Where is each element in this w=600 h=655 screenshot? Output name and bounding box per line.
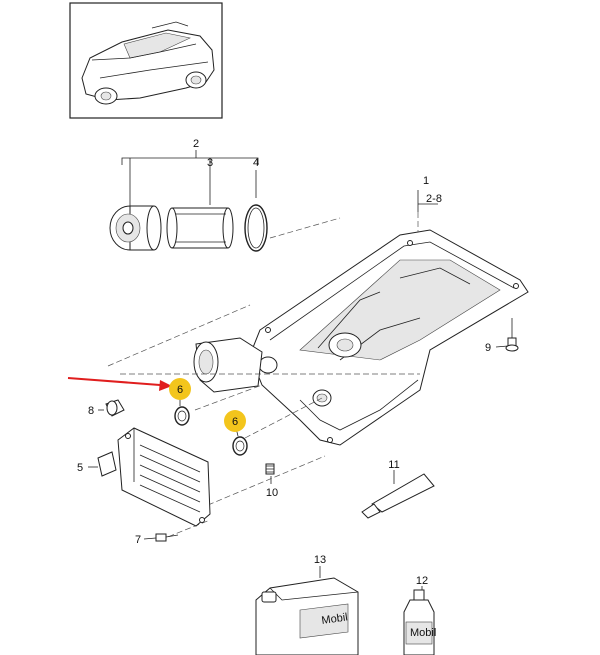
fitting-part [105, 399, 125, 417]
callout-3: 3 [207, 157, 213, 169]
callout-7: 7 [135, 534, 141, 546]
oil-canister: Mobil [255, 577, 359, 655]
red-arrow [67, 377, 172, 391]
callout-2: 2 [193, 138, 199, 150]
callout-6-lower: 6 [232, 416, 238, 428]
highlight-marker-6-lower [224, 410, 246, 432]
callout-10: 10 [266, 487, 278, 499]
callout-1: 1 [423, 175, 429, 187]
callout-5: 5 [77, 462, 83, 474]
sealant-tube [361, 473, 435, 519]
callout-11: 11 [388, 459, 399, 471]
canister-brand-text: Mobil [321, 611, 349, 627]
bolt-part [155, 533, 179, 542]
callout-9: 9 [485, 342, 491, 354]
callout-8: 8 [88, 405, 94, 417]
screw-part [505, 337, 519, 352]
o-ring [244, 204, 268, 252]
callout-6-upper: 6 [177, 384, 183, 396]
highlight-marker-6-upper [169, 378, 191, 400]
callout-13: 13 [314, 554, 326, 566]
oil-pan-pipe [193, 337, 263, 393]
vehicle-illustration [81, 21, 215, 105]
gasket-ring [174, 406, 248, 456]
callout-4: 4 [253, 157, 259, 169]
bottle-brand-text: Mobil [410, 627, 436, 639]
oil-pan [249, 229, 529, 446]
vehicle-thumbnail [69, 2, 223, 119]
oil-filter-element [166, 207, 234, 249]
oil-cooler [97, 427, 211, 527]
oil-bottle: Mobil [403, 589, 436, 655]
oil-filter-cap [109, 205, 162, 251]
bracket-2 [121, 157, 259, 165]
callout-12: 12 [416, 575, 428, 587]
callout-2-8: 2-8 [426, 193, 442, 205]
drain-plug [265, 463, 275, 475]
